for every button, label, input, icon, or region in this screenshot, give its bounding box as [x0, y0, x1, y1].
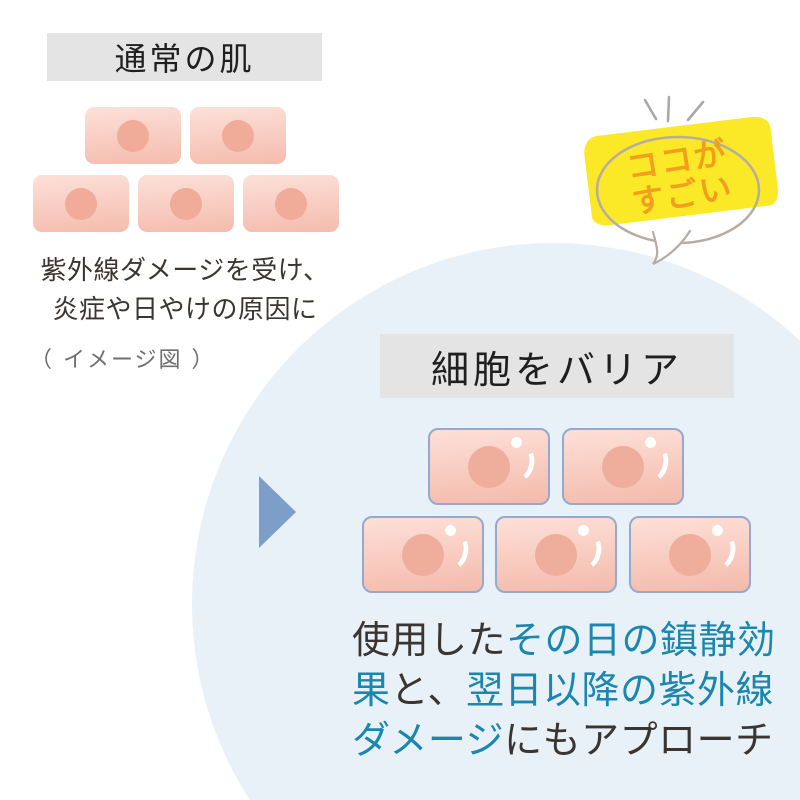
barrier-cell	[428, 428, 550, 505]
normal-skin-title: 通常の肌	[47, 33, 322, 81]
shine-icon	[441, 532, 472, 572]
shine-icon	[578, 525, 589, 536]
speech-bubble-tail	[651, 229, 692, 265]
image-diagram-note: （ イメージ図 ）	[30, 348, 216, 373]
arrow-right-icon	[259, 476, 296, 548]
cell-nucleus	[65, 187, 97, 220]
speech-bubble	[595, 95, 761, 265]
uv-damage-caption-line2: 炎症や日やけの原因に	[52, 295, 318, 325]
result-segment: 翌日以降の紫外線	[466, 668, 775, 712]
result-segment: 果	[352, 668, 391, 712]
cell-nucleus	[669, 533, 711, 576]
uv-damage-caption: 紫外線ダメージを受け、 炎症や日やけの原因に	[10, 252, 360, 330]
cell-nucleus	[468, 445, 510, 488]
cell-nucleus	[275, 187, 307, 220]
shine-icon	[645, 437, 656, 448]
barrier-cell	[362, 516, 484, 593]
shine-icon	[507, 444, 538, 484]
shine-icon	[511, 437, 522, 448]
result-segment: ダメージ	[352, 718, 505, 762]
shine-icon	[712, 525, 723, 536]
skin-cell	[243, 175, 339, 232]
result-text: 使用したその日の鎮静効 果と、翌日以降の紫外線 ダメージにもアプローチ	[352, 615, 800, 765]
cell-nucleus	[402, 533, 444, 576]
skin-cell	[33, 175, 129, 232]
result-segment: にもアプローチ	[504, 718, 774, 762]
cell-barrier-title: 細胞をバリア	[380, 334, 734, 398]
cell-barrier-title-label: 細胞をバリア	[430, 349, 683, 392]
emphasis-lines-icon	[643, 95, 705, 123]
normal-skin-title-label: 通常の肌	[114, 41, 255, 77]
skin-cell	[85, 107, 181, 164]
result-text-line1: 使用したその日の鎮静効	[352, 615, 800, 665]
result-text-line2: 果と、翌日以降の紫外線	[352, 665, 800, 715]
result-text-line3: ダメージにもアプローチ	[352, 715, 800, 765]
uv-damage-caption-line1: 紫外線ダメージを受け、	[40, 256, 330, 286]
cell-nucleus	[222, 119, 254, 152]
shine-icon	[574, 532, 605, 572]
result-segment: と、	[390, 668, 466, 712]
barrier-cell	[495, 516, 617, 593]
shine-icon	[445, 525, 456, 536]
cell-nucleus	[535, 533, 577, 576]
cell-nucleus	[602, 445, 644, 488]
skin-cell	[190, 107, 286, 164]
cell-nucleus	[170, 187, 202, 220]
shine-icon	[641, 444, 672, 484]
cell-nucleus	[117, 119, 149, 152]
result-segment: その日の鎮静効	[506, 618, 776, 662]
barrier-cell	[629, 516, 751, 593]
skin-cell	[138, 175, 234, 232]
barrier-cell	[562, 428, 684, 505]
result-segment: 使用した	[352, 618, 507, 662]
shine-icon	[708, 532, 739, 572]
